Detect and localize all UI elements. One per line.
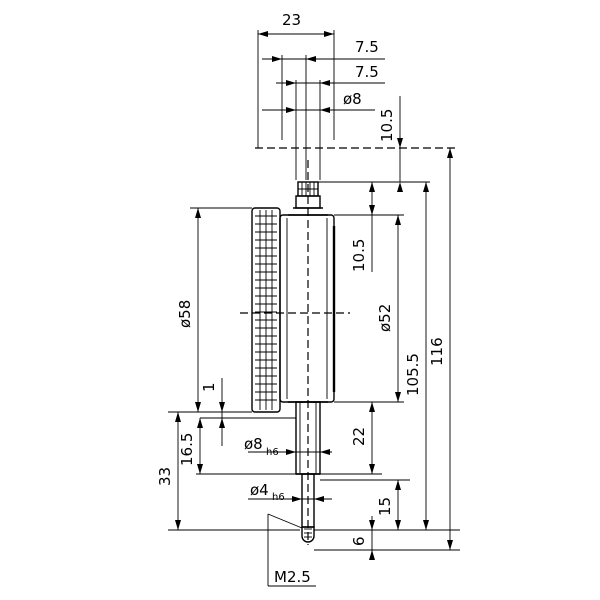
dim-7-5-a-label: 7.5: [355, 38, 379, 56]
bezel-knurl: [255, 210, 277, 410]
main-housing: [279, 214, 335, 403]
top-dimension-group: [257, 30, 385, 180]
dim-16-5-label: 16.5: [178, 433, 196, 466]
dim-23-label: 23: [282, 11, 301, 29]
right-dimension-group: [314, 96, 460, 560]
left-dimension-group: [168, 207, 332, 587]
dim-116-label: 116: [428, 337, 446, 366]
dim-6-label: 6: [350, 536, 368, 546]
dim-dia-8-h6-label: ø8: [244, 435, 263, 453]
dim-15-label: 15: [376, 497, 394, 516]
dim-dia-8-h6-sub: h6: [266, 447, 279, 458]
dim-dia-52-label: ø52: [376, 304, 394, 332]
dim-22-label: 22: [350, 427, 368, 446]
dim-dia-4-h6-label: ø4: [250, 481, 269, 499]
contact-point: [301, 526, 315, 543]
dim-dia-4-h6-sub: h6: [272, 492, 285, 503]
dim-7-5-b-label: 7.5: [355, 63, 379, 81]
dim-10-5-top-label: 10.5: [378, 109, 396, 142]
dim-dia-58-label: ø58: [176, 300, 194, 328]
dim-33-label: 33: [156, 467, 174, 486]
dim-10-5-mid-label: 10.5: [350, 239, 368, 272]
dim-1-label: 1: [200, 382, 218, 392]
indicator-body: [251, 181, 336, 543]
dim-dia-8-top-label: ø8: [343, 90, 362, 108]
thread-m2-5-label: M2.5: [274, 568, 311, 586]
dim-105-5-label: 105.5: [404, 353, 422, 396]
